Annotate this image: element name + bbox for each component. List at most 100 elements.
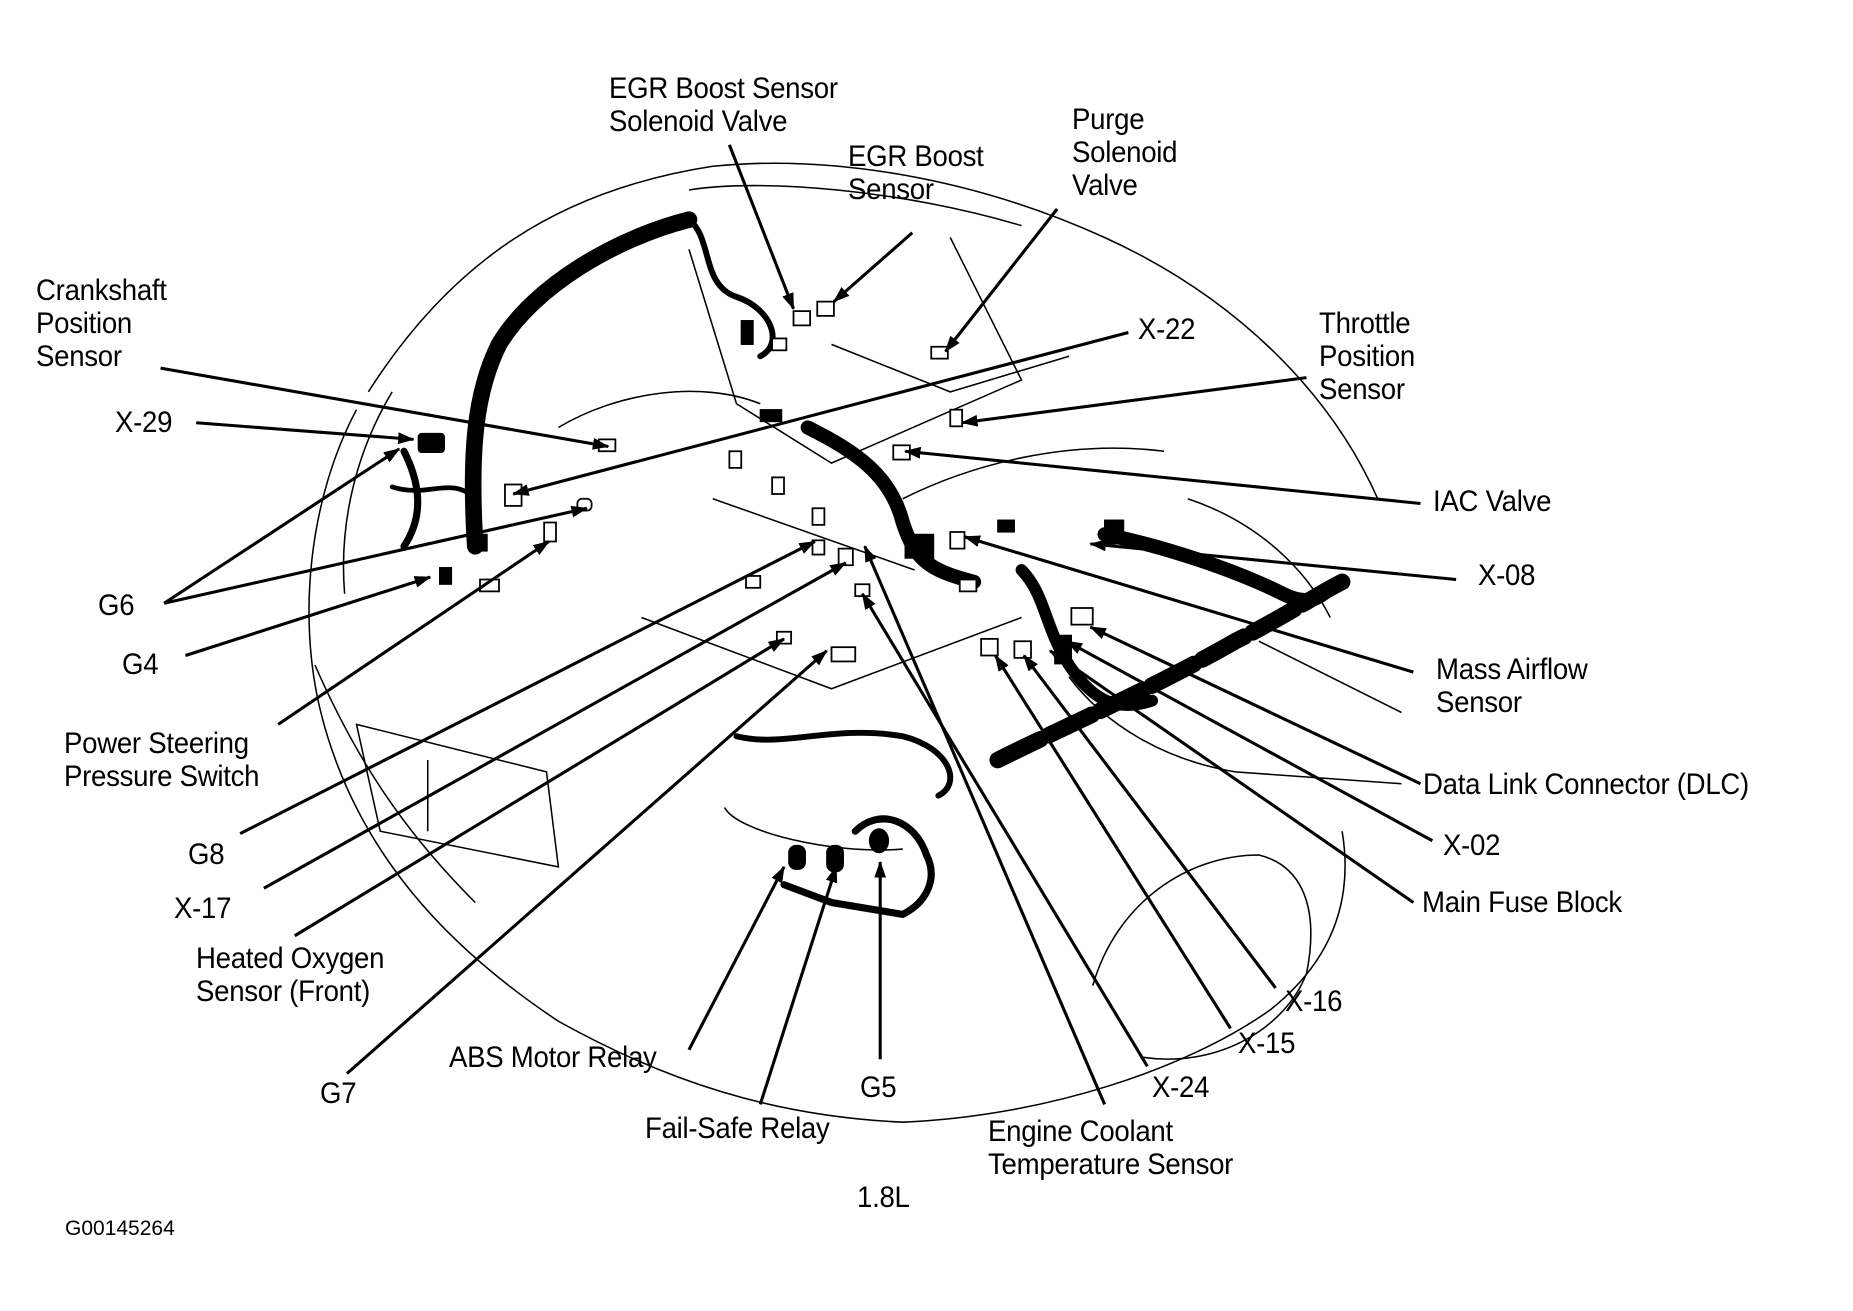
mass-airflow-sensor <box>949 531 966 550</box>
leader-g4 <box>185 575 432 657</box>
label-x15: X-15 <box>1238 1027 1295 1060</box>
label-line: Sensor <box>848 173 934 206</box>
label-x08: X-08 <box>1478 559 1535 592</box>
x17-connector <box>837 547 854 567</box>
label-line: X-08 <box>1478 559 1536 592</box>
leader-engine-coolant-temperature-sensor <box>863 545 1107 1105</box>
g6-ground <box>472 533 488 552</box>
maf-connector-block <box>904 533 935 559</box>
label-line: Sensor (Front) <box>196 975 371 1008</box>
label-line: Temperature Sensor <box>988 1148 1234 1181</box>
connector <box>771 476 785 495</box>
g5-ground <box>868 828 890 854</box>
label-purge-solenoid-valve: Purge Solenoid Valve <box>1072 103 1178 202</box>
label-line: Heated Oxygen <box>196 942 385 975</box>
label-line: Sensor <box>36 340 122 373</box>
connector <box>997 519 1015 533</box>
leader-power-steering-pressure-switch <box>277 540 550 726</box>
label-line: Throttle <box>1319 307 1411 340</box>
label-line: X-16 <box>1285 985 1343 1018</box>
g4-ground <box>439 567 453 585</box>
label-power-steering-pressure-switch: Power Steering Pressure Switch <box>64 727 260 793</box>
connector <box>830 646 857 663</box>
purge-solenoid-valve <box>930 345 949 360</box>
label-line: Power Steering <box>64 727 249 760</box>
label-line: Solenoid <box>1072 136 1178 169</box>
label-main-fuse-block: Main Fuse Block <box>1422 886 1622 919</box>
leader-x22 <box>512 331 1129 496</box>
label-line: Purge <box>1072 103 1145 136</box>
label-line: Data Link Connector (DLC) <box>1423 768 1749 801</box>
egr-boost-sensor <box>816 300 835 317</box>
label-x24: X-24 <box>1152 1071 1209 1104</box>
label-line: G8 <box>188 838 225 871</box>
leader-main-fuse-block <box>1049 649 1415 904</box>
label-line: Mass Airflow <box>1436 653 1588 686</box>
label-line: X-29 <box>115 406 173 439</box>
label-line: EGR Boost <box>848 140 984 173</box>
dlc-connector <box>1070 607 1094 626</box>
leader-egr-boost-sensor-solenoid-valve <box>727 144 795 310</box>
label-line: Solenoid Valve <box>609 105 788 138</box>
connectors-outline <box>479 300 1094 663</box>
x08-connector <box>1104 519 1125 545</box>
wiring-harness <box>389 211 1351 919</box>
label-line: X-17 <box>174 892 232 925</box>
leader-x24 <box>861 592 1149 1068</box>
leader-x16 <box>1022 654 1277 989</box>
label-fail-safe-relay: Fail-Safe Relay <box>645 1112 830 1145</box>
leader-dlc <box>1089 625 1422 786</box>
connector <box>745 575 762 589</box>
x29-connector <box>417 432 445 454</box>
label-heated-oxygen-sensor-front: Heated Oxygen Sensor (Front) <box>196 942 384 1008</box>
vehicle-outline <box>308 162 1402 1123</box>
label-line: G4 <box>122 648 159 681</box>
abs-motor-relay-part <box>788 844 806 870</box>
leader-x17 <box>263 561 847 890</box>
label-line: ABS Motor Relay <box>449 1041 657 1074</box>
label-line: Main Fuse Block <box>1422 886 1622 919</box>
label-line: X-24 <box>1152 1071 1210 1104</box>
label-line: X-22 <box>1138 313 1196 346</box>
leader-heated-oxygen-sensor <box>293 637 786 938</box>
label-iac-valve: IAC Valve <box>1433 485 1551 518</box>
label-throttle-position-sensor: Throttle Position Sensor <box>1319 307 1415 406</box>
label-g7: G7 <box>320 1077 357 1110</box>
label-line: EGR Boost Sensor <box>609 72 838 105</box>
leader-iac-valve <box>903 446 1421 506</box>
label-line: Crankshaft <box>36 274 167 307</box>
leader-x08 <box>1089 539 1457 582</box>
label-egr-boost-sensor: EGR Boost Sensor <box>848 140 984 206</box>
leader-mass-airflow-sensor <box>963 535 1414 674</box>
leader-g8 <box>239 540 816 836</box>
leader-egr-boost-sensor <box>832 231 914 303</box>
label-line: Position <box>36 307 132 340</box>
label-x02: X-02 <box>1443 829 1500 862</box>
leader-g6-a <box>163 447 401 605</box>
label-line: Fail-Safe Relay <box>645 1112 830 1145</box>
leader-crankshaft-position-sensor <box>160 366 610 450</box>
harness-clip <box>740 320 754 345</box>
label-dlc: Data Link Connector (DLC) <box>1423 768 1749 801</box>
leader-lines <box>160 144 1457 1105</box>
label-g6: G6 <box>98 589 135 622</box>
label-line: G6 <box>98 589 135 622</box>
label-line: X-15 <box>1238 1027 1296 1060</box>
leader-fail-safe-relay <box>758 865 838 1105</box>
leader-abs-motor-relay <box>687 865 786 1051</box>
leader-throttle-position-sensor <box>960 376 1307 427</box>
label-line: X-02 <box>1443 829 1501 862</box>
leader-x29 <box>196 421 415 445</box>
label-x29: X-29 <box>115 406 172 439</box>
connector <box>771 337 788 352</box>
x15-connector <box>980 637 999 657</box>
label-line: Position <box>1319 340 1415 373</box>
label-x22: X-22 <box>1138 313 1195 346</box>
connector <box>728 450 743 469</box>
label-g5: G5 <box>860 1071 897 1104</box>
connector <box>958 578 978 593</box>
label-crankshaft-position-sensor: Crankshaft Position Sensor <box>36 274 167 373</box>
connector <box>479 578 500 593</box>
label-egr-boost-sensor-solenoid-valve: EGR Boost Sensor Solenoid Valve <box>609 72 838 138</box>
